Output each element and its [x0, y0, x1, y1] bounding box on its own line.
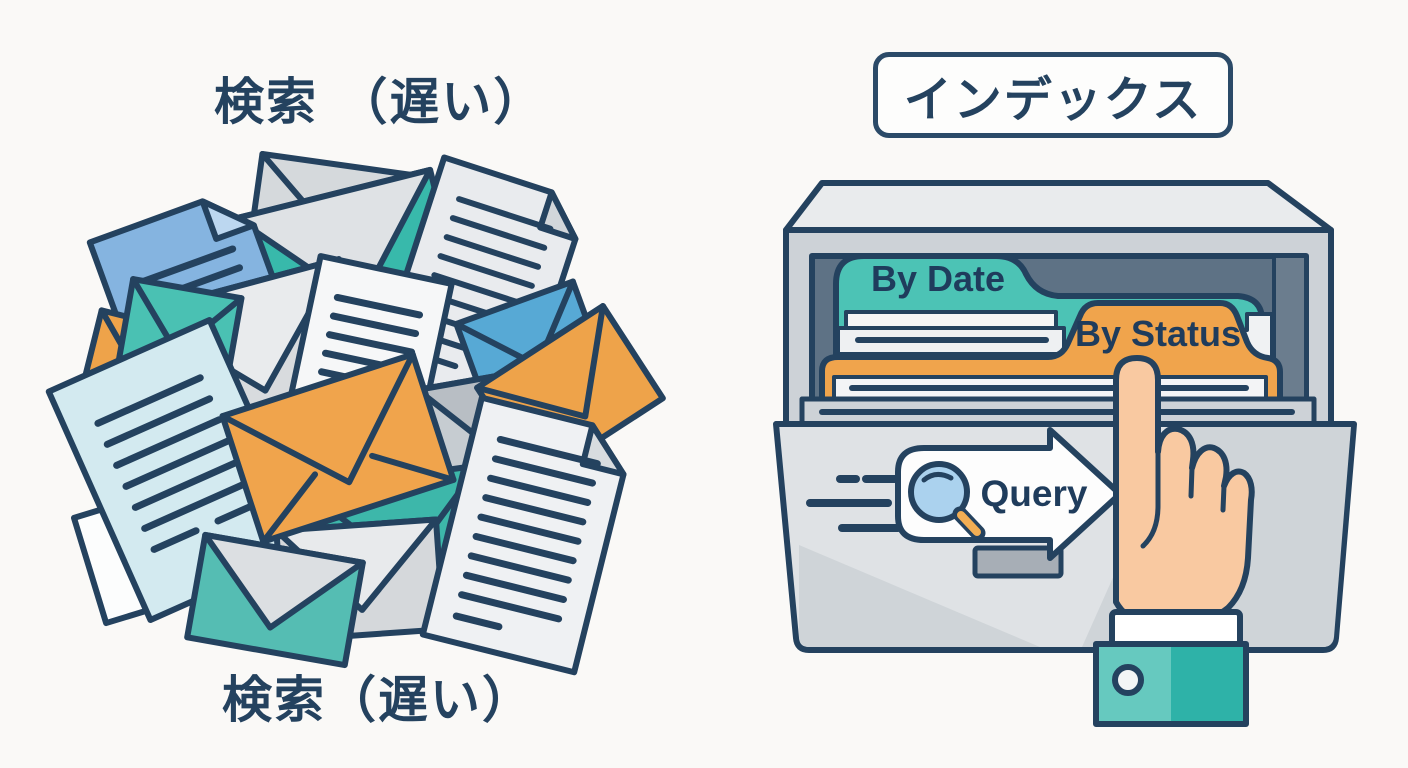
drawer-handle: [972, 545, 1064, 579]
message-pile: [45, 151, 666, 676]
cabinet-top-face: [783, 180, 1334, 233]
index-drawer: By Date By Status: [773, 180, 1357, 727]
envelope-orange-center-icon: [219, 351, 457, 545]
left-title-bottom: 検索（遅い）: [222, 671, 534, 729]
index-cards-lower: [799, 375, 1317, 427]
document-white-bottomright-icon: [419, 394, 627, 676]
index-cards-upper: [836, 310, 1066, 356]
sleeve-button-icon: [1112, 664, 1144, 696]
by-date-label: By Date: [871, 258, 1005, 299]
query-label: Query: [981, 473, 1088, 514]
magnifier-icon: [908, 461, 986, 541]
left-title-top: 検索 （遅い）: [214, 73, 546, 131]
by-status-label: By Status: [1075, 313, 1241, 354]
index-title-box: インデックス: [873, 52, 1233, 138]
query-arrow: Query: [895, 427, 1123, 561]
speed-lines-icon: [806, 475, 902, 532]
envelope-teal-bottomleft-icon: [184, 531, 366, 669]
sleeve: [1093, 641, 1249, 727]
shirt-cuff: [1109, 609, 1243, 649]
index-title: インデックス: [903, 72, 1203, 128]
